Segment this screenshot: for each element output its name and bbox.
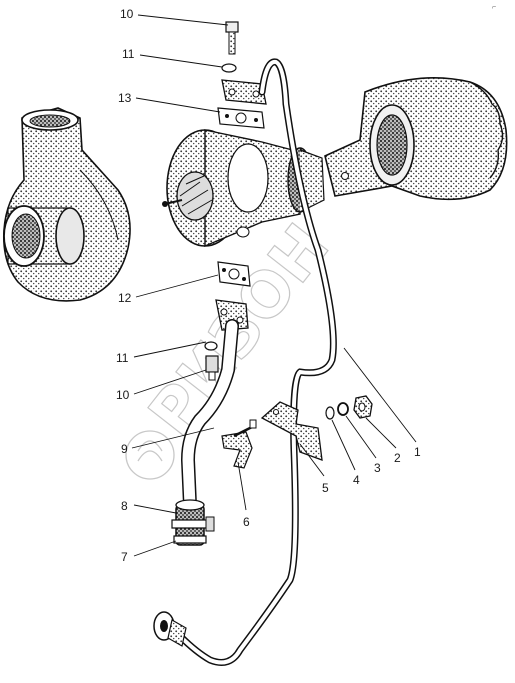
banjo-fitting (153, 611, 187, 647)
callout-2: 2 (394, 451, 401, 465)
washer-11-top (221, 63, 237, 73)
callout-10-top: 10 (120, 7, 134, 21)
compressor-housing (2, 107, 131, 302)
bolt-10-top (225, 21, 239, 55)
gasket-13 (217, 107, 265, 129)
oil-supply-tube (176, 58, 337, 666)
washer-3 (337, 402, 349, 416)
callout-8: 8 (121, 499, 128, 513)
callout-leaders (131, 14, 417, 557)
washer-11-lower (204, 341, 218, 351)
bracket-5 (260, 401, 323, 461)
callout-10-lower: 10 (116, 388, 130, 402)
callout-11-lower: 11 (116, 351, 129, 365)
callout-1: 1 (414, 445, 421, 459)
nut-2 (353, 395, 373, 419)
clip-6 (221, 419, 257, 469)
callout-9: 9 (121, 442, 128, 456)
drain-pipe-9 (180, 299, 249, 512)
watermark-logo (125, 430, 175, 480)
callout-4: 4 (353, 473, 360, 487)
tube-flange-top (221, 79, 267, 105)
callout-5: 5 (322, 481, 329, 495)
gasket-12 (217, 261, 251, 287)
corner-mark: ⌐ (492, 4, 496, 11)
callout-13: 13 (118, 91, 132, 105)
clamp-7 (171, 516, 215, 544)
callout-6: 6 (243, 515, 250, 529)
turbine-housing (324, 76, 508, 201)
bolt-10-lower (205, 355, 219, 381)
watermark-text: РИЗОН (134, 210, 343, 449)
callout-7: 7 (121, 550, 128, 564)
callout-12: 12 (118, 291, 132, 305)
callout-labels: 10 11 13 12 11 10 9 8 7 6 5 4 3 2 1 (116, 7, 421, 564)
callout-11-top: 11 (122, 47, 135, 61)
washer-4 (325, 406, 335, 420)
callout-3: 3 (374, 461, 381, 475)
